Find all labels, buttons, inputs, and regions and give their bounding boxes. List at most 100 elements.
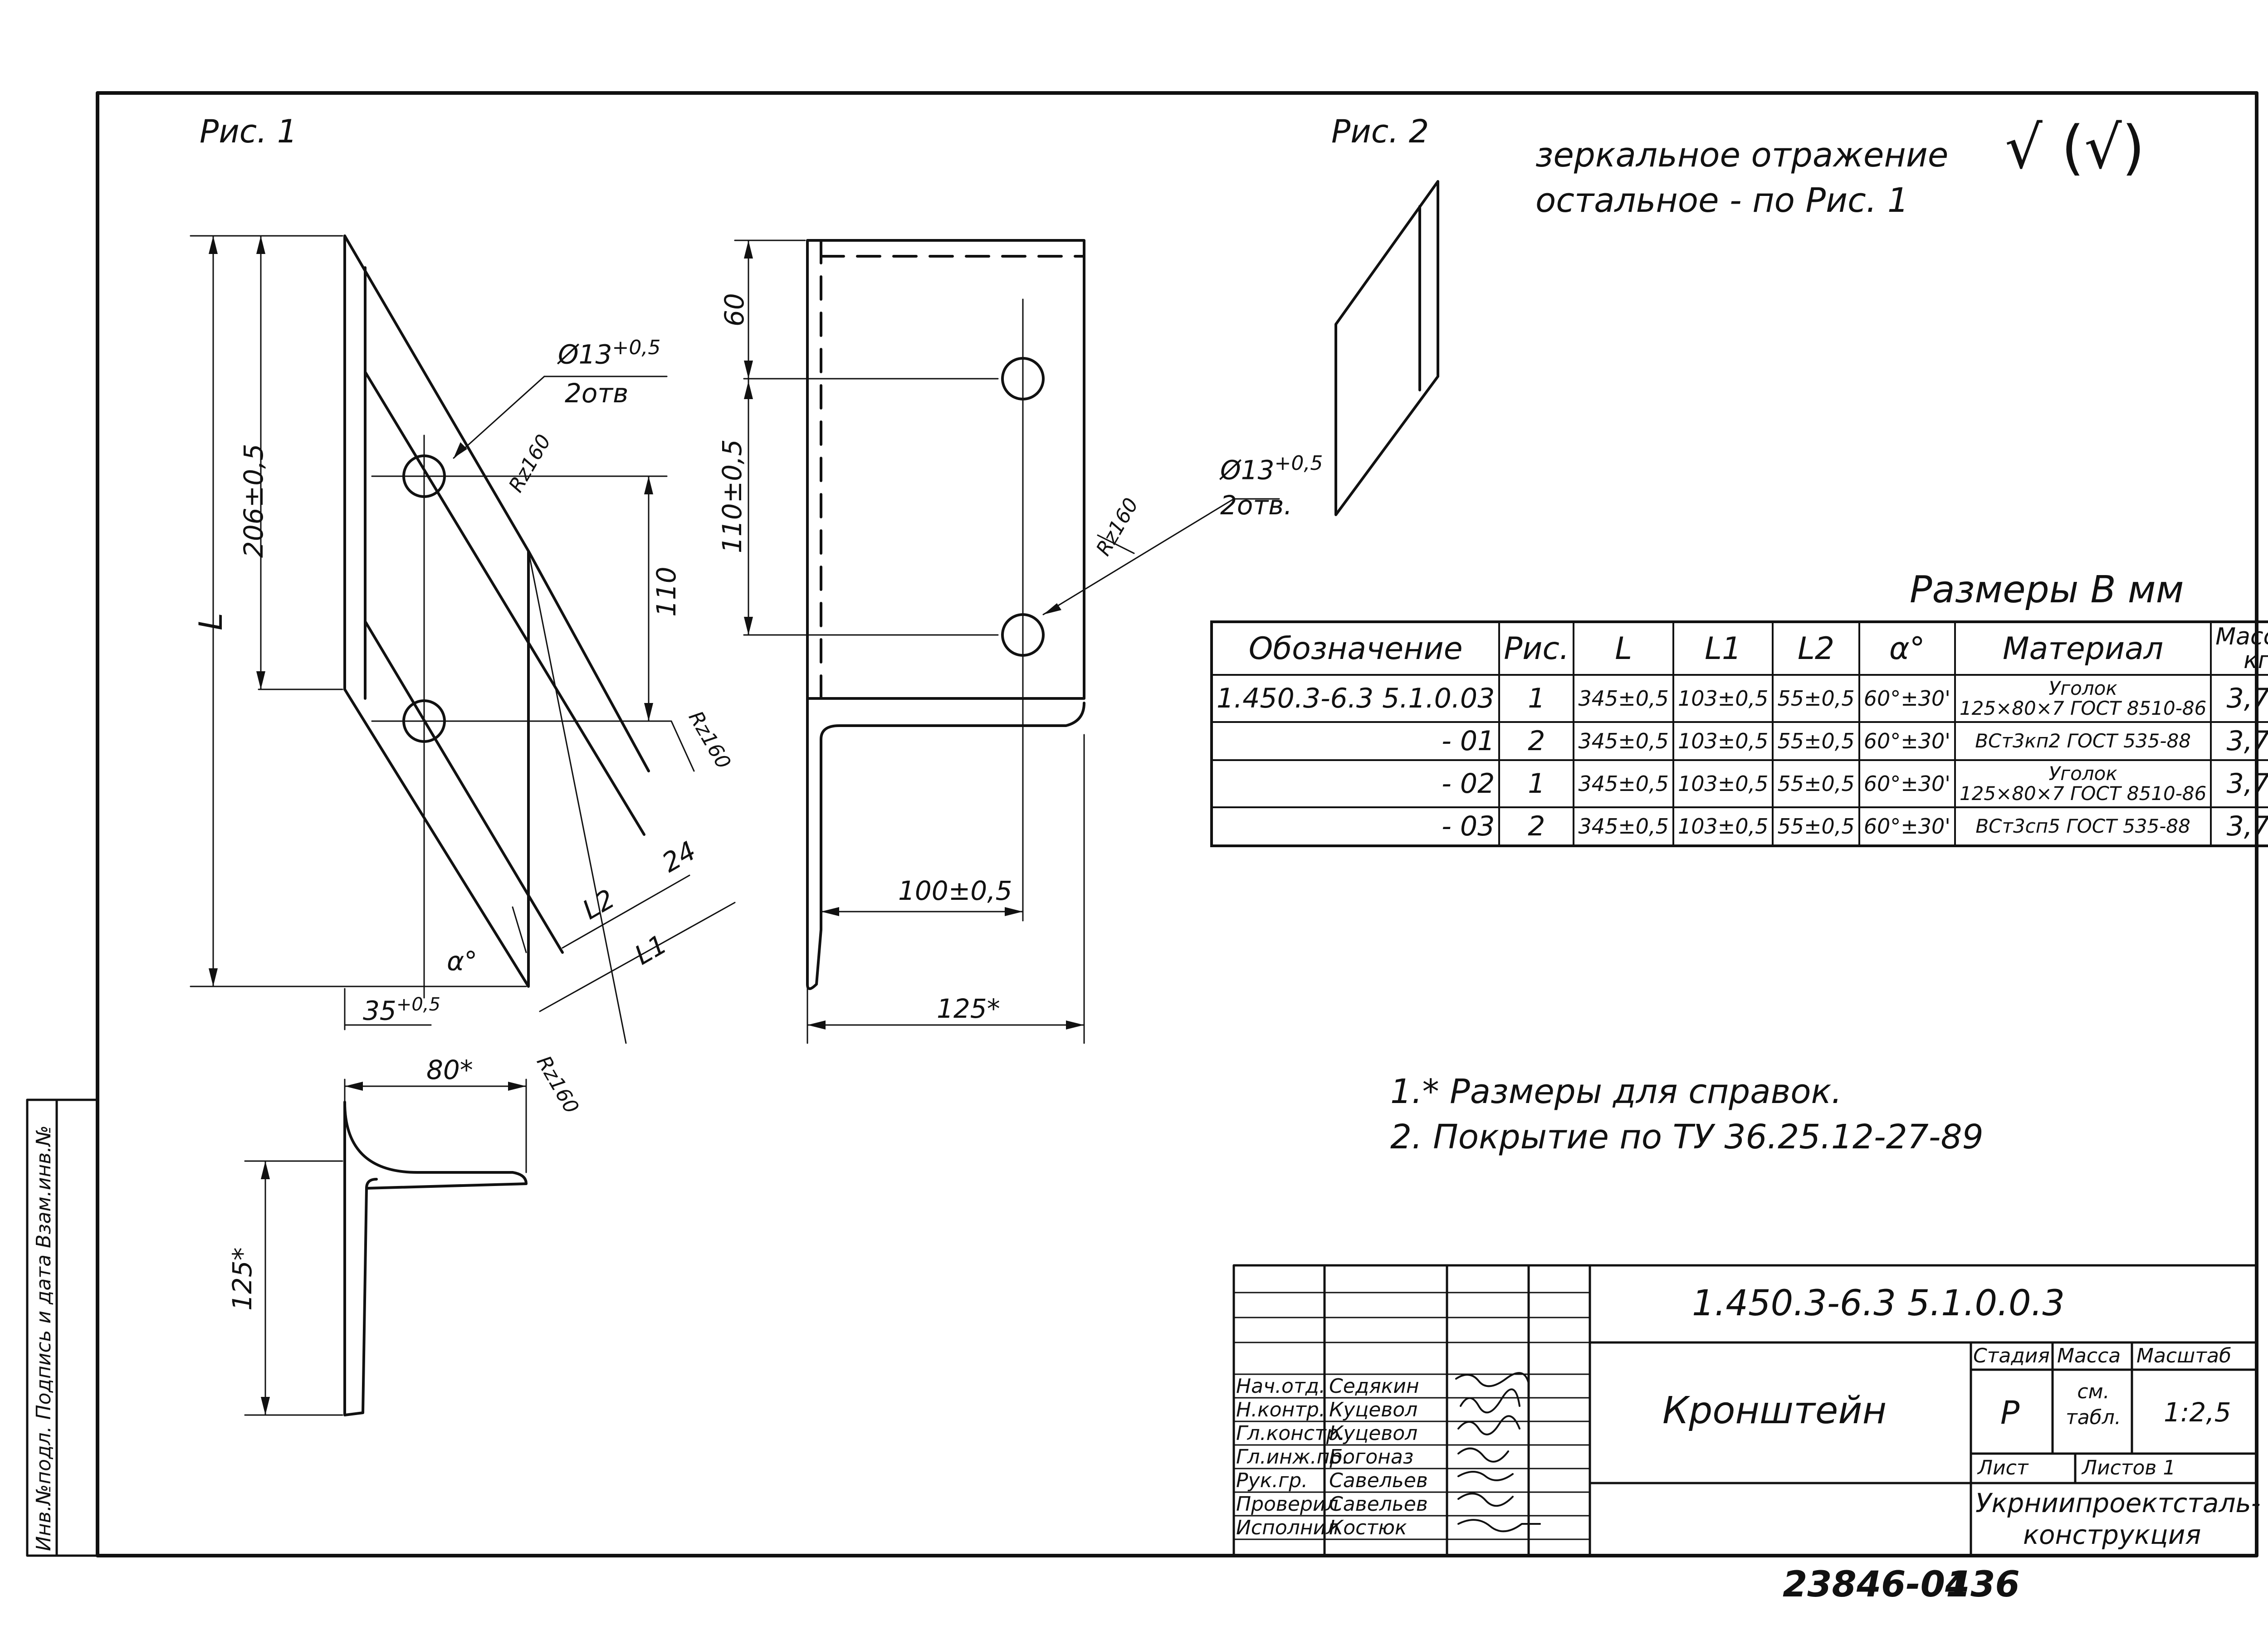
row2-L1: 103±0,5 bbox=[1672, 759, 1774, 809]
title-org-line1: Укрниипроектсталь- bbox=[1975, 1488, 2261, 1518]
table-row: - 02 1 345±0,5 103±0,5 55±0,5 60°±30' Уг… bbox=[1210, 759, 2268, 809]
row0-L2: 55±0,5 bbox=[1772, 674, 1860, 723]
name-0: Седякин bbox=[1329, 1375, 1419, 1398]
fig1-dimension-lines bbox=[190, 235, 736, 1044]
row2-mat1: Уголок bbox=[2048, 762, 2117, 785]
name-4: Савельев bbox=[1329, 1469, 1428, 1492]
row1-mass: 3,75 bbox=[2210, 721, 2268, 761]
dim-L: L bbox=[192, 613, 230, 630]
table-row: - 03 2 345±0,5 103±0,5 55±0,5 60°±30' ВС… bbox=[1210, 806, 2268, 847]
role-1: Н.контр. bbox=[1236, 1398, 1325, 1421]
fig1-centerlines bbox=[371, 434, 672, 999]
name-6: Костюк bbox=[1329, 1516, 1407, 1539]
note-2: 2. Покрытие по ТУ 36.25.12-27-89 bbox=[1390, 1118, 1984, 1157]
row1-alpha: 60°±30' bbox=[1858, 721, 1956, 761]
dim-35: 35+0,5 bbox=[363, 996, 440, 1024]
dim-125-bottom: 125* bbox=[937, 993, 1000, 1024]
title-doc-code: 1.450.3-6.3 5.1.0.0.3 bbox=[1692, 1283, 2065, 1324]
row1-L2: 55±0,5 bbox=[1772, 721, 1860, 761]
dim-hole-fig1-tol: +0,5 bbox=[612, 336, 661, 359]
fig1-side-dims bbox=[734, 239, 1280, 1044]
row3-L2: 55±0,5 bbox=[1772, 806, 1860, 847]
row3-L: 345±0,5 bbox=[1573, 806, 1674, 847]
row1-L1: 103±0,5 bbox=[1672, 721, 1774, 761]
footer-page-no: 136 bbox=[1946, 1564, 2020, 1605]
fig1-side-view bbox=[806, 239, 1085, 990]
row3-alpha: 60°±30' bbox=[1858, 806, 1956, 847]
dim-hole-fig1b-value: Ø13 bbox=[1220, 454, 1275, 486]
signatures bbox=[1455, 1372, 1541, 1533]
fig1-angle-section bbox=[343, 1101, 528, 1416]
title-mass-hdr: Масса bbox=[2057, 1344, 2121, 1367]
row1-L: 345±0,5 bbox=[1573, 721, 1674, 761]
row2-mat2: 125×80×7 ГОСТ 8510-86 bbox=[1959, 782, 2207, 805]
dim-alpha: α° bbox=[447, 946, 478, 976]
side-stamp-box bbox=[26, 1098, 99, 1557]
fig2-view bbox=[1334, 180, 1439, 516]
fig1-angle-dims bbox=[244, 1079, 527, 1416]
fig2-note-line2: остальное - по Рис. 1 bbox=[1535, 181, 1909, 220]
row3-L1: 103±0,5 bbox=[1672, 806, 1774, 847]
hdr-fig: Рис. bbox=[1498, 621, 1575, 676]
name-5: Савельев bbox=[1329, 1493, 1428, 1516]
title-sheet-lbl: Лист bbox=[1978, 1456, 2028, 1479]
row0-mat2: 125×80×7 ГОСТ 8510-86 bbox=[1959, 697, 2207, 720]
hdr-L2: L2 bbox=[1772, 621, 1860, 676]
hdr-code: Обозначение bbox=[1210, 621, 1501, 676]
title-part-name: Кронштейн bbox=[1662, 1389, 1887, 1432]
table-row: 1.450.3-6.3 5.1.0.03 1 345±0,5 103±0,5 5… bbox=[1210, 674, 2268, 723]
row0-mat1: Уголок bbox=[2048, 677, 2117, 700]
title-mass: см. табл. bbox=[2066, 1380, 2121, 1430]
title-scale-hdr: Масштаб bbox=[2136, 1344, 2232, 1367]
fig1-main-view bbox=[343, 234, 650, 988]
title-stage: Р bbox=[2000, 1394, 2020, 1431]
row0-alpha: 60°±30' bbox=[1858, 674, 1956, 723]
title-sheets-lbl: Листов 1 bbox=[2082, 1456, 2176, 1479]
hdr-L: L bbox=[1573, 621, 1674, 676]
row2-alpha: 60°±30' bbox=[1858, 759, 1956, 809]
row3-mass: 3,75 bbox=[2210, 806, 2268, 847]
role-0: Нач.отд. bbox=[1236, 1375, 1325, 1398]
row2-L2: 55±0,5 bbox=[1772, 759, 1860, 809]
row0-L: 345±0,5 bbox=[1573, 674, 1674, 723]
note-1: 1.* Размеры для справок. bbox=[1390, 1072, 1842, 1111]
role-5: Проверил bbox=[1236, 1493, 1339, 1516]
dim-80: 80* bbox=[426, 1054, 473, 1085]
dim-hole-fig1: Ø13+0,5 bbox=[558, 336, 661, 368]
title-stage-hdr: Стадия bbox=[1973, 1344, 2050, 1367]
dim-110: 110 bbox=[651, 566, 682, 617]
table-caption: Размеры В мм bbox=[1910, 568, 2184, 611]
dim-hole-fig1b-tol: +0,5 bbox=[1274, 452, 1323, 475]
row0-L1: 103±0,5 bbox=[1672, 674, 1774, 723]
hdr-material: Материал bbox=[1954, 621, 2212, 676]
hdr-mass: Масса, кг bbox=[2210, 621, 2268, 676]
hdr-L1: L1 bbox=[1672, 621, 1774, 676]
dimension-arrows bbox=[209, 236, 1084, 1415]
row3-material: ВСт3сп5 ГОСТ 535-88 bbox=[1954, 806, 2212, 847]
side-stamp: Инв.№подл. Подпись и дата Взам.инв.№ bbox=[32, 1125, 55, 1551]
fig1-label: Рис. 1 bbox=[200, 113, 298, 150]
name-3: Богоназ bbox=[1329, 1445, 1414, 1469]
title-scale: 1:2,5 bbox=[2164, 1397, 2231, 1428]
dim-hole-fig1-qty: 2отв bbox=[565, 378, 629, 409]
spec-table-header: Обозначение Рис. L L1 L2 α° Материал Мас… bbox=[1210, 621, 2268, 676]
role-2: Гл.констр. bbox=[1236, 1422, 1345, 1445]
dim-60: 60 bbox=[719, 293, 750, 327]
dim-35-value: 35 bbox=[363, 995, 396, 1026]
row2-fig: 1 bbox=[1498, 759, 1575, 809]
fig2-note-line1: зеркальное отражение bbox=[1535, 136, 1949, 175]
row1-code: - 01 bbox=[1210, 721, 1501, 761]
row1-fig: 2 bbox=[1498, 721, 1575, 761]
hdr-alpha: α° bbox=[1858, 621, 1956, 676]
name-1: Куцевол bbox=[1329, 1398, 1418, 1421]
row2-code: - 02 bbox=[1210, 759, 1501, 809]
row0-mass: 3,75 bbox=[2210, 674, 2268, 723]
row1-material: ВСт3кп2 ГОСТ 535-88 bbox=[1954, 721, 2212, 761]
name-2: Куцевол bbox=[1329, 1422, 1418, 1445]
row2-mass: 3,75 bbox=[2210, 759, 2268, 809]
row0-fig: 1 bbox=[1498, 674, 1575, 723]
dim-hole-fig1b-qty: 2отв. bbox=[1220, 490, 1292, 521]
title-block-grid bbox=[1232, 1264, 2258, 1557]
title-block-rows bbox=[1233, 1292, 1591, 1540]
